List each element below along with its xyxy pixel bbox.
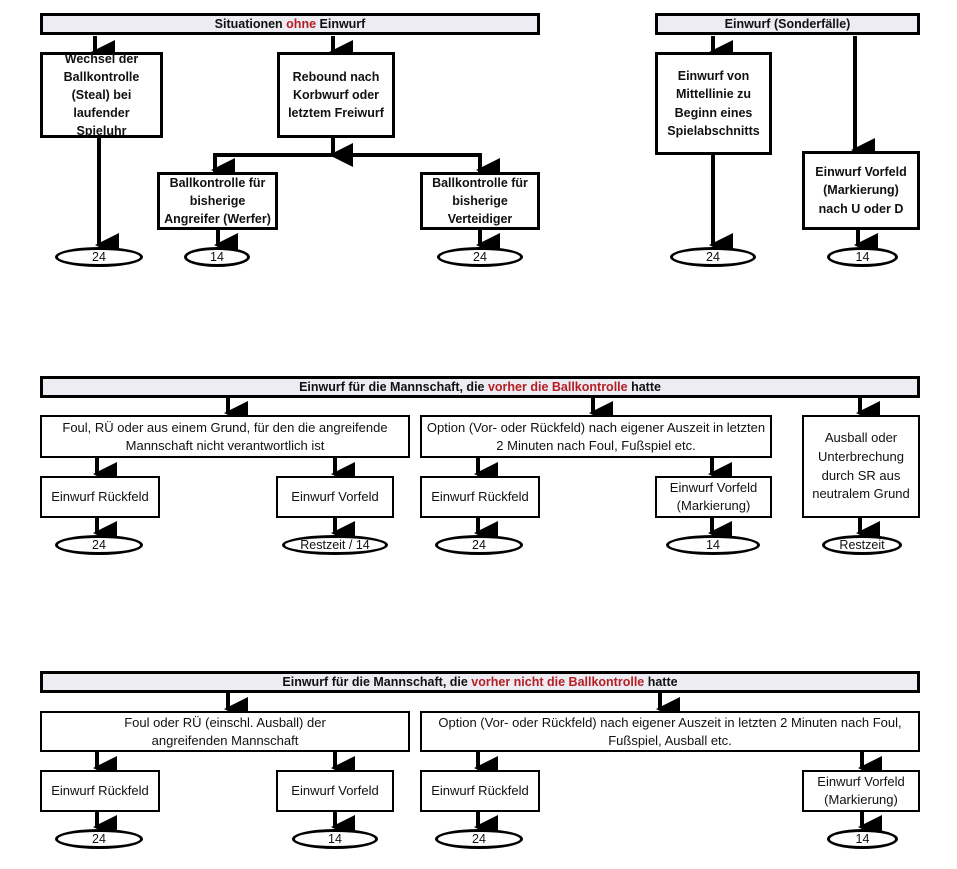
shot-clock-oval: 24 [435, 535, 523, 555]
oval-value: 24 [472, 832, 486, 846]
oval-value: 14 [706, 538, 720, 552]
box-foul-group: Foul, RÜ oder aus einem Grund, für den d… [40, 415, 410, 458]
header-text-highlight: vorher die Ballkontrolle [487, 380, 628, 394]
box-rebound: Rebound nach Korbwurf oder letztem Freiw… [277, 52, 395, 138]
box-neutral-group-label: Ausball oder Unterbrechung durch SR aus … [812, 429, 910, 502]
shot-clock-oval: 24 [437, 247, 523, 267]
header-text-pre: Einwurf für die Mannschaft, die [299, 380, 488, 394]
box-frontcourt-throw-in: Einwurf Vorfeld [276, 770, 394, 812]
box-midline-throw-in-label: Einwurf von Mittellinie zu Beginn eines … [667, 69, 760, 138]
box-attacker-control: Ballkontrolle für bisherige Angreifer (W… [157, 172, 278, 230]
box-label: Einwurf Vorfeld [291, 488, 379, 504]
oval-value: 24 [706, 250, 720, 264]
box-foul-group: Foul oder RÜ (einschl. Ausball) der angr… [40, 711, 410, 752]
box-backcourt-throw-in: Einwurf Rückfeld [40, 770, 160, 812]
box-neutral-group: Ausball oder Unterbrechung durch SR aus … [802, 415, 920, 518]
shot-clock-oval: Restzeit [822, 535, 902, 555]
box-defender-control: Ballkontrolle für bisherige Verteidiger [420, 172, 540, 230]
oval-value: 14 [855, 832, 870, 846]
box-steal: Wechsel der Ballkontrolle (Steal) bei la… [40, 52, 163, 138]
box-label: Einwurf Vorfeld (Markierung) [669, 480, 758, 513]
box-frontcourt-throw-in: Einwurf Vorfeld [276, 476, 394, 518]
oval-value: 24 [92, 832, 106, 846]
header-text-pre: Einwurf für die Mannschaft, die [282, 675, 472, 689]
header-text-pre: Situationen [214, 17, 287, 31]
header-special-throw-ins: Einwurf (Sonderfälle) [655, 13, 920, 35]
oval-value: 14 [328, 832, 342, 846]
header-situations-without-throw-in: Situationen ohne Einwurf [40, 13, 540, 35]
box-label: Einwurf Rückfeld [51, 782, 149, 798]
box-foul-group-label: Foul oder RÜ (einschl. Ausball) der angr… [124, 714, 326, 748]
box-backcourt-throw-in: Einwurf Rückfeld [420, 476, 540, 518]
header-text-highlight: vorher nicht die Ballkontrolle [471, 675, 645, 689]
oval-value: Restzeit / 14 [300, 538, 370, 552]
box-frontcourt-throw-in-marking: Einwurf Vorfeld (Markierung) [655, 476, 772, 518]
header-text-highlight: ohne [286, 17, 317, 31]
box-label: Einwurf Rückfeld [431, 488, 529, 504]
box-attacker-control-label: Ballkontrolle für bisherige Angreifer (W… [164, 175, 271, 227]
box-foul-group-label: Foul, RÜ oder aus einem Grund, für den d… [62, 419, 388, 453]
shot-clock-oval: 14 [827, 829, 898, 849]
shot-clock-oval: 24 [670, 247, 756, 267]
box-label: Einwurf Vorfeld (Markierung) [817, 774, 905, 807]
oval-value: Restzeit [839, 538, 885, 552]
header-text-post: hatte [627, 380, 661, 394]
header-text: Einwurf (Sonderfälle) [724, 17, 851, 31]
oval-value: 24 [473, 250, 487, 264]
oval-value: 24 [472, 538, 486, 552]
box-frontcourt-throw-in-marking: Einwurf Vorfeld (Markierung) nach U oder… [802, 151, 920, 230]
box-steal-label: Wechsel der Ballkontrolle (Steal) bei la… [63, 51, 140, 139]
box-option-group-label: Option (Vor- oder Rückfeld) nach eigener… [438, 714, 902, 748]
header-team-had-ball-control: Einwurf für die Mannschaft, die vorher d… [40, 376, 920, 398]
shot-clock-oval: Restzeit / 14 [282, 535, 388, 555]
box-backcourt-throw-in: Einwurf Rückfeld [420, 770, 540, 812]
box-label: Einwurf Vorfeld [291, 782, 379, 798]
oval-value: 24 [92, 538, 106, 552]
shot-clock-oval: 14 [184, 247, 250, 267]
header-text-post: Einwurf [316, 17, 366, 31]
header-team-had-no-ball-control: Einwurf für die Mannschaft, die vorher n… [40, 671, 920, 693]
shot-clock-oval: 14 [666, 535, 760, 555]
shot-clock-oval: 24 [55, 535, 143, 555]
box-option-group-label: Option (Vor- oder Rückfeld) nach eigener… [426, 419, 766, 453]
box-defender-control-label: Ballkontrolle für bisherige Verteidiger [432, 175, 528, 227]
box-rebound-label: Rebound nach Korbwurf oder letztem Freiw… [288, 69, 384, 121]
oval-value: 14 [855, 250, 870, 264]
shot-clock-oval: 24 [55, 247, 143, 267]
oval-value: 24 [92, 250, 106, 264]
header-text-post: hatte [644, 675, 678, 689]
box-midline-throw-in: Einwurf von Mittellinie zu Beginn eines … [655, 52, 772, 155]
box-option-group: Option (Vor- oder Rückfeld) nach eigener… [420, 711, 920, 752]
box-label: Einwurf Rückfeld [431, 782, 529, 798]
shot-clock-oval: 24 [55, 829, 143, 849]
box-frontcourt-throw-in-marking: Einwurf Vorfeld (Markierung) [802, 770, 920, 812]
shot-clock-oval: 14 [827, 247, 898, 267]
box-backcourt-throw-in: Einwurf Rückfeld [40, 476, 160, 518]
shot-clock-oval: 24 [435, 829, 523, 849]
box-label: Einwurf Rückfeld [51, 488, 149, 504]
box-option-group: Option (Vor- oder Rückfeld) nach eigener… [420, 415, 772, 458]
oval-value: 14 [210, 250, 224, 264]
shot-clock-oval: 14 [292, 829, 378, 849]
box-frontcourt-throw-in-marking-label: Einwurf Vorfeld (Markierung) nach U oder… [815, 165, 907, 216]
